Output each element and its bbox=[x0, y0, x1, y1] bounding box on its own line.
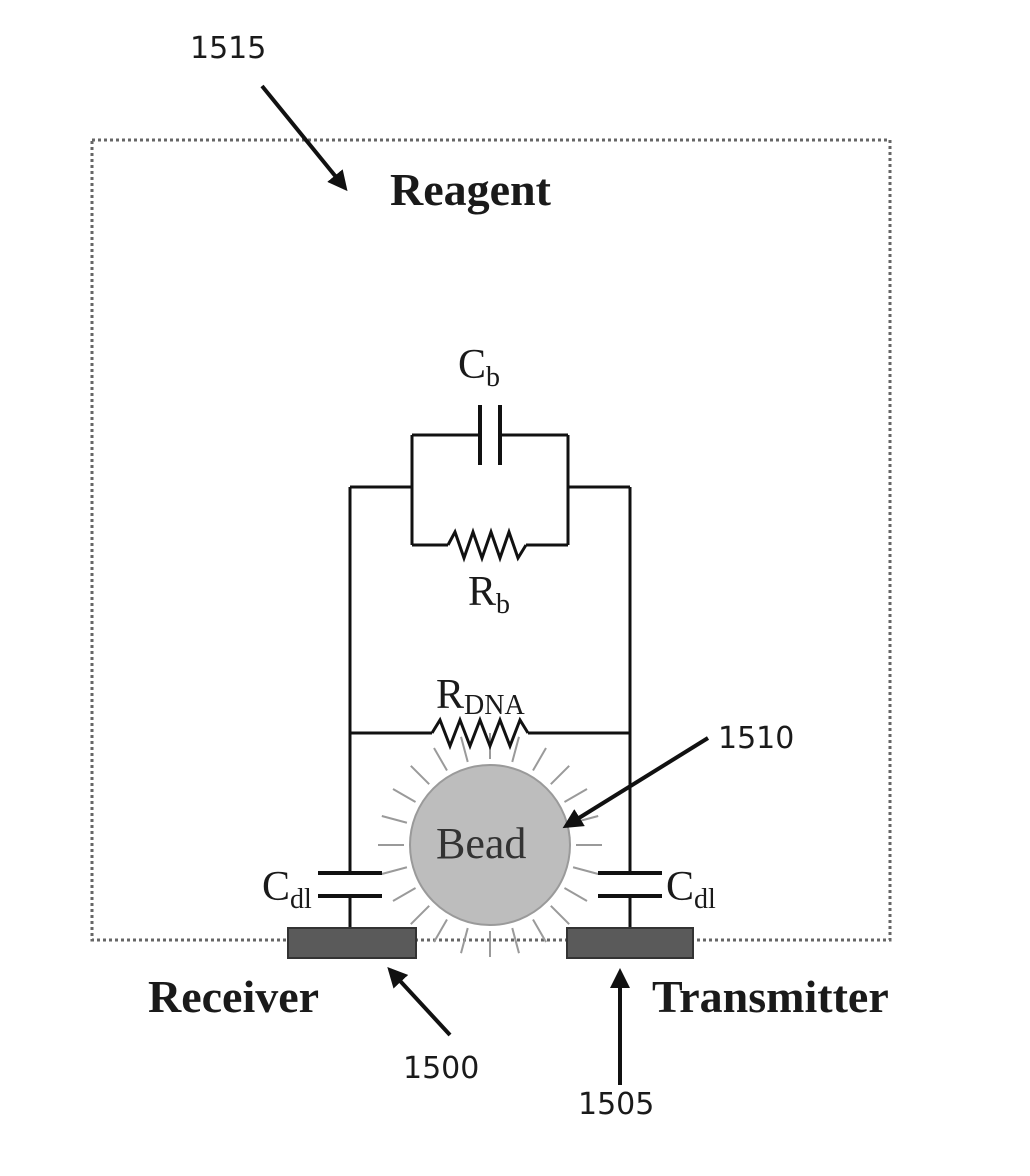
rb-label: Rb bbox=[468, 569, 510, 620]
capacitor-cdl-left bbox=[318, 871, 382, 898]
receiver-label: Receiver bbox=[148, 971, 319, 1022]
transmitter-label: Transmitter bbox=[652, 971, 889, 1022]
ref-1500-label: 1500 bbox=[403, 1051, 479, 1086]
bead-strand bbox=[532, 747, 547, 772]
bead-strand bbox=[392, 887, 417, 902]
ref-1510-arrow bbox=[562, 736, 710, 829]
bead-strand bbox=[563, 887, 588, 902]
transmitter-electrode bbox=[566, 927, 694, 959]
bead-label: Bead bbox=[436, 819, 526, 868]
bead-strand bbox=[460, 736, 469, 763]
bead-strand bbox=[392, 788, 417, 803]
bead-strand bbox=[433, 747, 448, 772]
resistor-rb bbox=[446, 527, 528, 563]
cdl-right-label: Cdl bbox=[666, 864, 716, 915]
rdna-label: RDNA bbox=[436, 672, 525, 721]
ref-1510-label: 1510 bbox=[718, 721, 794, 756]
ref-1505-label: 1505 bbox=[578, 1087, 654, 1122]
ref-1500-arrow bbox=[387, 967, 452, 1037]
bead-strand bbox=[550, 765, 570, 785]
bead bbox=[409, 764, 571, 926]
bead-strand bbox=[381, 866, 408, 875]
capacitor-cb bbox=[478, 405, 502, 465]
bead-strand bbox=[511, 736, 520, 763]
reagent-label: Reagent bbox=[390, 164, 552, 215]
bead-strand bbox=[460, 927, 469, 954]
bead-surface-strands bbox=[378, 733, 602, 957]
capacitor-cdl-right bbox=[598, 871, 662, 898]
bead-strand bbox=[381, 815, 408, 824]
bead-strand bbox=[410, 765, 430, 785]
cb-label: Cb bbox=[458, 342, 500, 393]
ref-1515-label: 1515 bbox=[190, 31, 266, 66]
bead-strand bbox=[433, 918, 448, 943]
bead-strand bbox=[532, 918, 547, 943]
bead-strand bbox=[572, 866, 599, 875]
cdl-left-label: Cdl bbox=[262, 864, 312, 915]
circuit-wires bbox=[348, 433, 632, 928]
bead-strand bbox=[410, 905, 430, 925]
receiver-electrode bbox=[287, 927, 417, 959]
resistor-rdna bbox=[430, 715, 530, 751]
bead-strand bbox=[511, 927, 520, 954]
reagent-boundary-box bbox=[90, 138, 892, 942]
bead-strand bbox=[550, 905, 570, 925]
bead-strand bbox=[563, 788, 588, 803]
ref-1515-arrow bbox=[260, 84, 348, 192]
